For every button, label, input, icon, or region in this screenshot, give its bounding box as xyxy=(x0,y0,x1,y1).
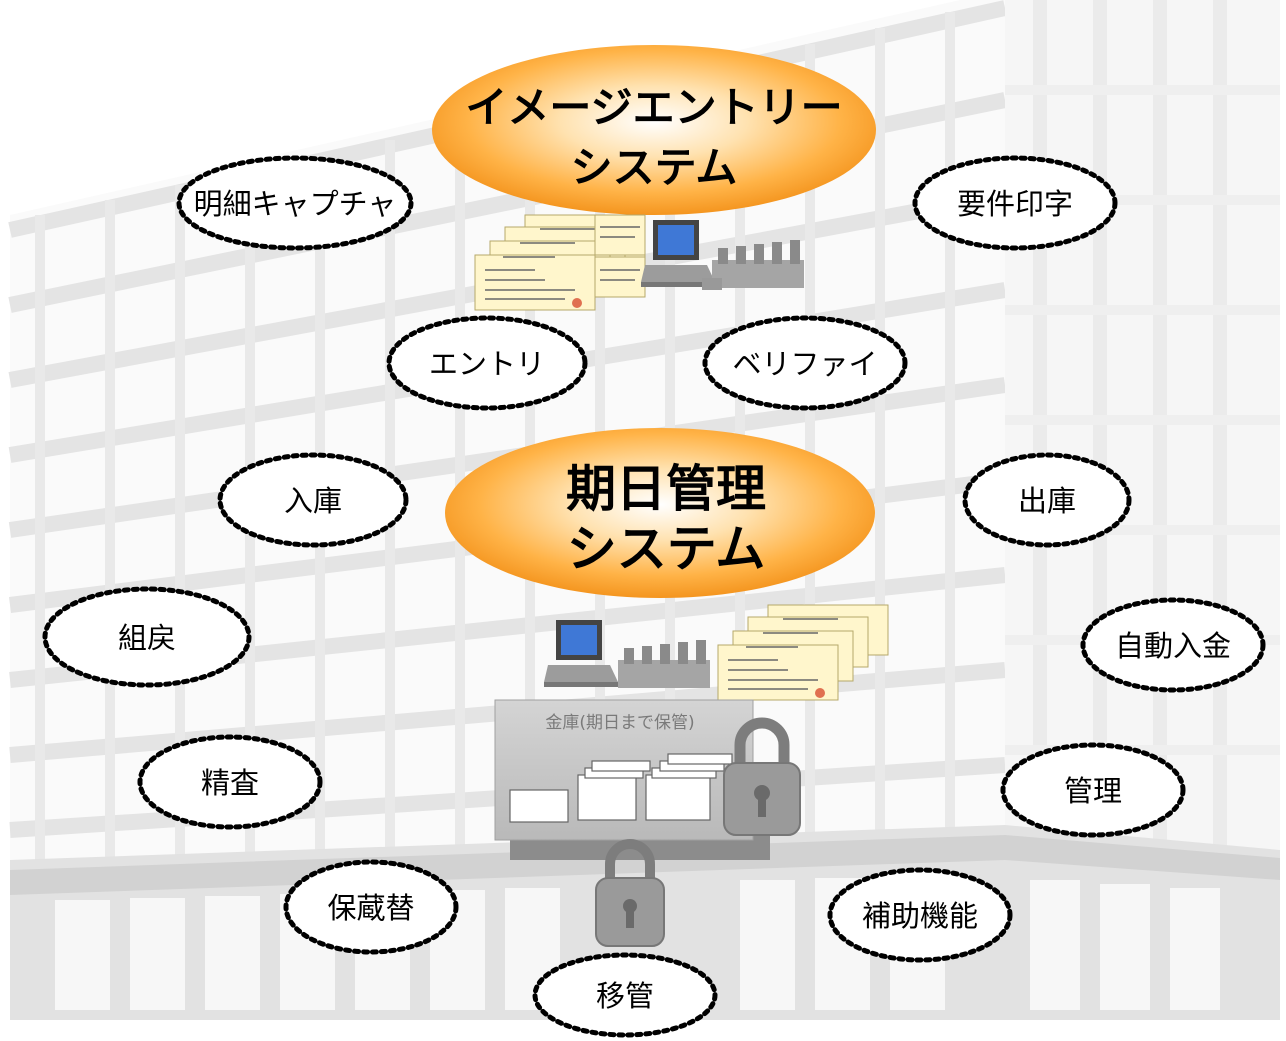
label-hozoukae: 保蔵替 xyxy=(327,891,414,925)
label-nyuko: 入庫 xyxy=(284,484,342,518)
bubble-verify xyxy=(702,315,908,411)
bubble-entry xyxy=(386,315,588,411)
function-labels: 明細キャプチャ 要件印字 エントリ ベリファイ 入庫 出庫 組戻 自動入金 精査… xyxy=(118,187,1231,1013)
bubble-shukko xyxy=(962,452,1132,548)
label-shukko: 出庫 xyxy=(1018,484,1076,518)
document-sorter-icon xyxy=(702,240,804,290)
bubble-hojo-kinou xyxy=(827,867,1013,963)
padlock-icon xyxy=(723,717,801,836)
image-entry-system: イメージエントリー システム xyxy=(432,45,876,215)
document-sorter-icon xyxy=(618,640,710,688)
image-entry-system-title-line2: システム xyxy=(571,143,738,192)
label-ikan: 移管 xyxy=(596,979,654,1013)
bubble-seisa xyxy=(137,734,323,830)
due-date-system-title-line1: 期日管理 xyxy=(566,460,766,518)
bubble-hozoukae xyxy=(283,859,459,955)
label-hojo-kinou: 補助機能 xyxy=(862,899,978,933)
bubble-nyuko xyxy=(217,452,409,548)
bubble-meisai-capture xyxy=(176,155,414,251)
padlock-icon xyxy=(595,839,665,947)
bubble-kumimodoshi xyxy=(42,586,252,688)
safe-icon: 金庫(期日まで保管) xyxy=(494,699,770,860)
due-date-system-ellipse xyxy=(445,428,875,598)
computer-icon xyxy=(641,220,715,287)
image-entry-system-ellipse xyxy=(432,45,876,215)
safe-label: 金庫(期日まで保管) xyxy=(545,713,694,733)
computer-icon xyxy=(544,620,618,687)
document-stack-icon xyxy=(717,604,889,701)
image-entry-system-title-line1: イメージエントリー xyxy=(465,83,842,132)
label-seisa: 精査 xyxy=(201,766,259,800)
document-stack-icon xyxy=(474,214,646,311)
label-meisai-capture: 明細キャプチャ xyxy=(194,187,397,221)
label-youken-inji: 要件印字 xyxy=(957,187,1073,221)
label-verify: ベリファイ xyxy=(732,347,877,381)
label-entry: エントリ xyxy=(429,347,545,381)
function-bubbles xyxy=(42,155,1266,1038)
label-jidou-nyukin: 自動入金 xyxy=(1115,629,1231,663)
label-kumimodoshi: 組戻 xyxy=(118,621,176,655)
bubble-jidou-nyukin xyxy=(1080,597,1266,693)
bubble-kanri xyxy=(1000,742,1186,838)
label-kanri: 管理 xyxy=(1064,774,1122,808)
due-date-system-title-line2: システム xyxy=(567,520,766,578)
due-date-system: 期日管理 システム xyxy=(445,428,875,598)
bubble-youken-inji xyxy=(912,155,1118,251)
bubble-ikan xyxy=(532,952,718,1038)
